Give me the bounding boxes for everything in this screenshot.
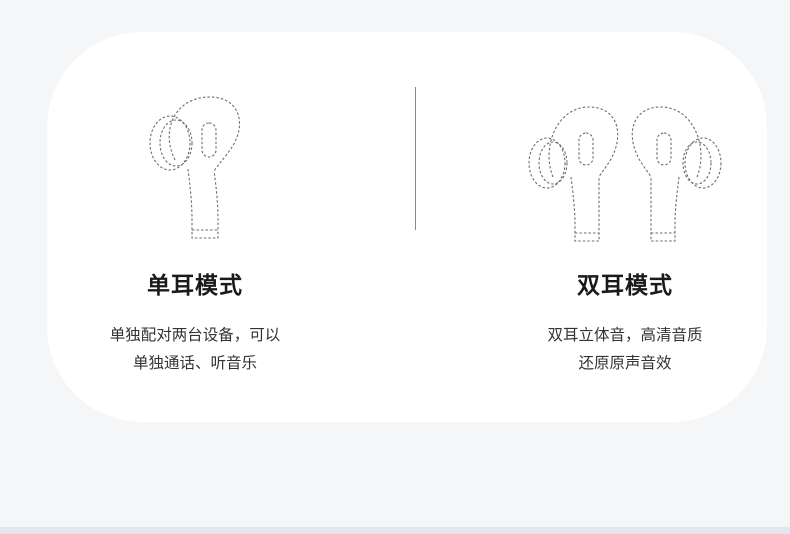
single-mode-description: 单独配对两台设备，可以 单独通话、听音乐 — [55, 321, 335, 377]
dual-mode-desc-line: 双耳立体音，高清音质 — [547, 326, 703, 344]
earbud-mode-card — [47, 32, 767, 422]
single-mode-section: 单耳模式 单独配对两台设备，可以 单独通话、听音乐 — [55, 85, 335, 377]
dual-mode-section: 双耳模式 双耳立体音，高清音质 还原原声音效 — [485, 85, 765, 377]
single-earbud-icon — [149, 96, 240, 239]
dual-mode-description: 双耳立体音，高清音质 还原原声音效 — [485, 321, 765, 377]
single-mode-desc-line: 单独通话、听音乐 — [132, 354, 257, 372]
dual-mode-title: 双耳模式 — [577, 273, 673, 299]
dual-earbuds-icon — [528, 106, 722, 242]
dual-mode-desc-line: 还原原声音效 — [578, 354, 672, 372]
bottom-band — [0, 527, 790, 534]
mode-divider — [415, 87, 416, 230]
single-mode-title: 单耳模式 — [147, 273, 243, 299]
single-mode-desc-line: 单独配对两台设备，可以 — [109, 326, 281, 344]
